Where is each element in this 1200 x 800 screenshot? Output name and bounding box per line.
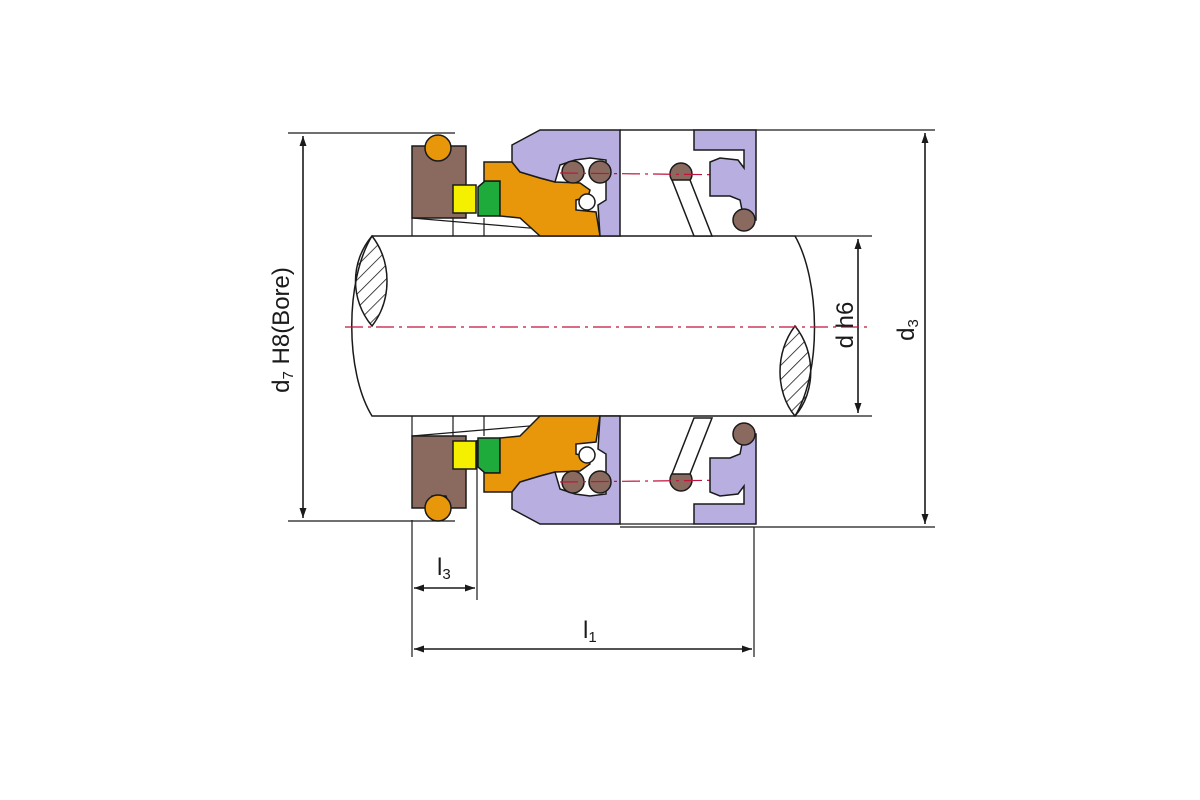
shaft [345, 234, 870, 418]
coil-spring-bottom [670, 417, 714, 475]
seal-top-half [411, 129, 757, 237]
o-ring-bore-top [424, 134, 452, 162]
shaft-section-hatch-right [779, 324, 812, 418]
spring-retainer-bottom [693, 433, 757, 525]
small-o-ring-bottom [578, 446, 596, 464]
yellow-ring-bottom [452, 440, 477, 470]
spring-end-top-b [588, 160, 612, 184]
seal-bottom-half [411, 415, 757, 525]
retainer-o-ring-top [732, 208, 756, 232]
stationary-seat-top [511, 129, 621, 237]
dimension-lines [299, 133, 929, 653]
stationary-seat-bottom [511, 415, 621, 525]
small-o-ring-top [578, 193, 596, 211]
spring-end-top-a [561, 160, 585, 184]
spring-retainer-top [693, 129, 757, 221]
coil-spring-top [670, 179, 714, 237]
retainer-o-ring-bottom [732, 422, 756, 446]
l1-label: l1 [583, 617, 597, 646]
dh6-label: d h6 [832, 302, 859, 349]
o-ring-bore-bottom [424, 494, 452, 522]
shaft-body [351, 235, 816, 417]
d7-label: d7 H8(Bore) [268, 267, 297, 393]
d3-label: d3 [893, 319, 922, 341]
green-ring-bottom [477, 437, 501, 474]
l3-label: l3 [437, 554, 451, 583]
green-ring-top [477, 180, 501, 217]
yellow-ring-top [452, 184, 477, 214]
shaft-section-hatch-left [354, 234, 388, 328]
